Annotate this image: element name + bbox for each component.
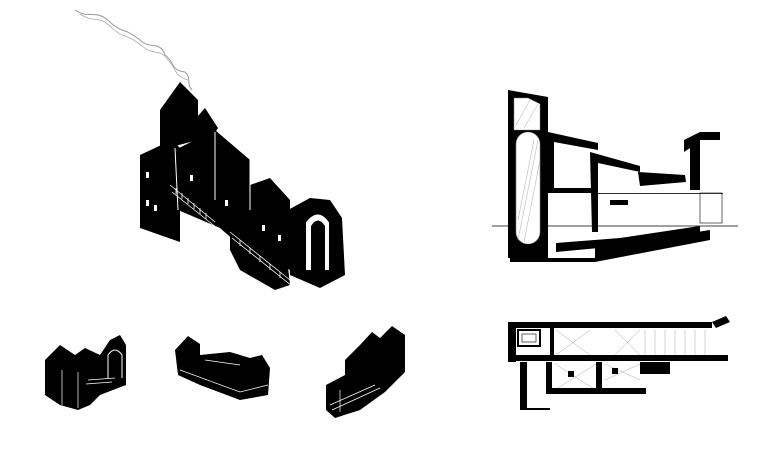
floor-plan [508, 316, 730, 410]
small-axonometric-2 [175, 336, 270, 400]
windows [146, 172, 281, 241]
stairs [169, 184, 293, 287]
smoke-line [74, 9, 193, 91]
main-axonometric-building [74, 9, 345, 290]
small-axonometric-1 [45, 335, 126, 410]
small-axonometric-3 [326, 326, 405, 418]
building-section [492, 90, 738, 262]
